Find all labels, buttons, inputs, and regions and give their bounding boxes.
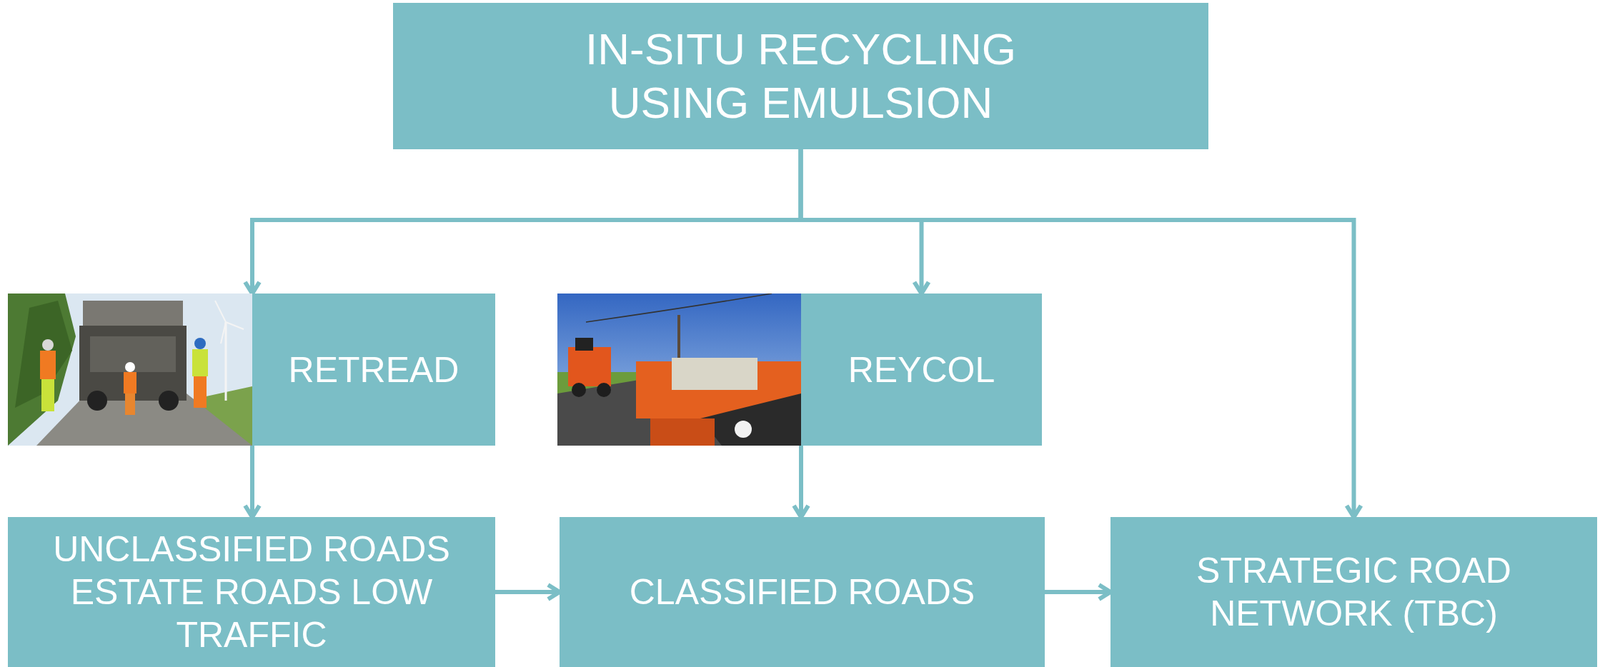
worker: [192, 349, 208, 377]
recycler-hopper: [671, 358, 758, 391]
node-label: RETREAD: [288, 348, 460, 392]
road-class-box: UNCLASSIFIED ROADS ESTATE ROADS LOW TRAF…: [7, 517, 496, 667]
turbine-blade: [220, 322, 226, 344]
small-machine: [568, 347, 611, 387]
node-label: STRATEGIC ROAD NETWORK (TBC): [1139, 549, 1569, 636]
mix-material: [700, 393, 802, 446]
node-label: UNCLASSIFIED ROADS ESTATE ROADS LOW TRAF…: [15, 528, 488, 657]
machine-cab: [575, 338, 594, 351]
wheel: [571, 383, 586, 398]
method-box: RETREAD: [252, 293, 496, 446]
worker-helmet: [734, 420, 752, 439]
flow-arrow: [1044, 590, 1111, 595]
worker: [40, 350, 56, 380]
method-box: REYCOL: [801, 293, 1042, 446]
worker-helmet: [194, 338, 206, 350]
flow-arrow: [798, 445, 804, 518]
wheel: [596, 383, 611, 398]
wheel: [158, 390, 179, 411]
worker: [123, 372, 137, 394]
truck-gate: [90, 336, 176, 373]
truck-load: [82, 300, 183, 330]
recycler-screed: [650, 418, 715, 446]
root-box: IN-SITU RECYCLING USING EMULSION: [393, 2, 1209, 150]
gravel-road: [36, 393, 253, 446]
node-label: REYCOL: [848, 348, 996, 392]
turbine-blade: [215, 300, 226, 323]
turbine-mast: [225, 322, 228, 401]
flow-arrow: [252, 149, 802, 294]
flow-arrow: [801, 149, 1355, 518]
flow-arrow: [495, 590, 560, 595]
wheel: [87, 390, 108, 411]
worker-helmet: [125, 362, 136, 373]
worker-helmet: [42, 339, 54, 351]
sky: [7, 293, 253, 446]
node-label: IN-SITU RECYCLING USING EMULSION: [543, 22, 1059, 130]
truck-body: [79, 325, 187, 401]
road-class-box: STRATEGIC ROAD NETWORK (TBC): [1110, 517, 1598, 667]
worker-legs: [41, 379, 55, 412]
reycol-photo: [557, 293, 802, 446]
turbine-blade: [225, 322, 244, 330]
sky: [557, 293, 802, 446]
road-class-box: CLASSIFIED ROADS: [559, 517, 1045, 667]
node-label: CLASSIFIED ROADS: [629, 570, 975, 614]
worker-legs: [193, 376, 207, 409]
worker-legs: [125, 393, 136, 416]
flow-arrow: [250, 445, 255, 518]
retread-photo: [7, 293, 253, 446]
